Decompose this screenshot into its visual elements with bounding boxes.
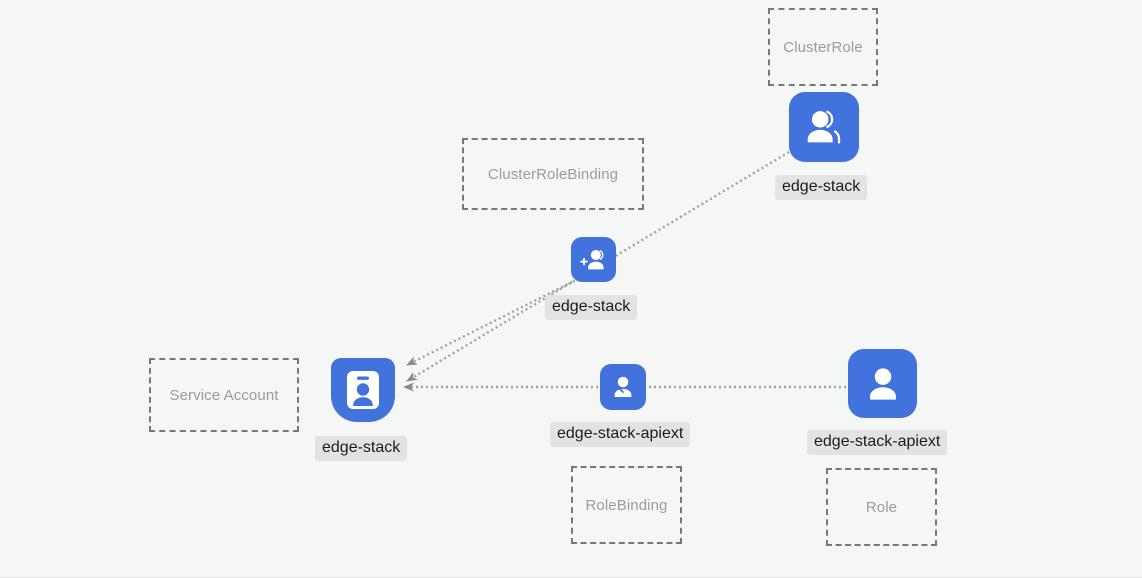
kind-box-clusterrolebinding: ClusterRoleBinding: [462, 138, 644, 210]
service-account-icon: [331, 358, 395, 422]
kind-box-rolebinding: RoleBinding: [571, 466, 682, 544]
node-label-role: edge-stack-apiext: [807, 430, 948, 455]
node-label-rolebinding: edge-stack-apiext: [550, 422, 691, 447]
kind-label-serviceaccount: Service Account: [169, 386, 279, 404]
node-role[interactable]: [848, 349, 917, 418]
cluster-role-icon: [789, 92, 859, 162]
kind-label-role: Role: [865, 498, 898, 516]
role-binding-icon: [600, 364, 646, 410]
role-icon: [848, 349, 917, 418]
node-rolebinding[interactable]: [600, 364, 646, 410]
node-label-serviceaccount: edge-stack: [315, 436, 408, 461]
kind-box-clusterrole: ClusterRole: [768, 8, 878, 86]
kind-box-role: Role: [826, 468, 937, 546]
kind-box-serviceaccount: Service Account: [149, 358, 299, 432]
node-label-clusterrolebinding: edge-stack: [545, 295, 638, 320]
node-clusterrolebinding[interactable]: [571, 237, 616, 282]
kind-label-clusterrolebinding: ClusterRoleBinding: [487, 165, 619, 183]
node-label-clusterrole: edge-stack: [775, 175, 868, 200]
cluster-role-binding-icon: [571, 237, 616, 282]
node-clusterrole[interactable]: [789, 92, 859, 162]
kind-label-clusterrole: ClusterRole: [783, 38, 863, 56]
kind-label-rolebinding: RoleBinding: [585, 496, 668, 514]
node-serviceaccount[interactable]: [331, 358, 395, 422]
